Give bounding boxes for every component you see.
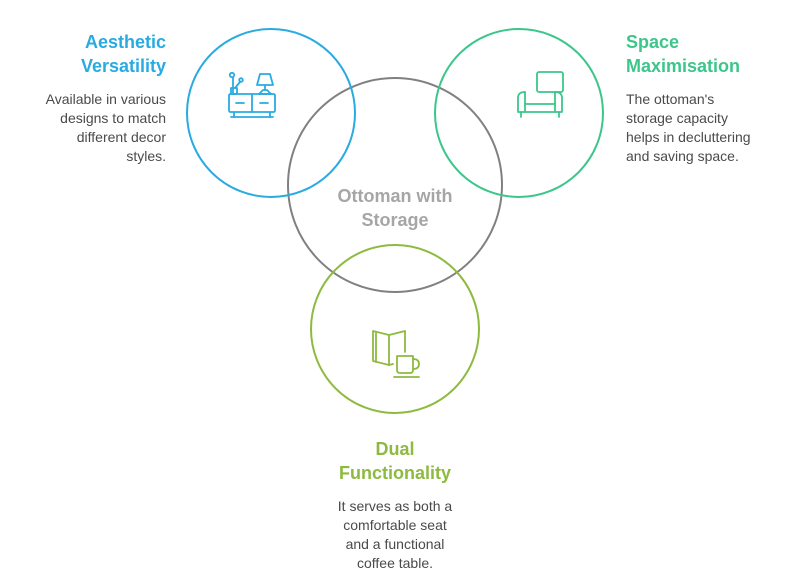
aesthetic-desc-line: different decor xyxy=(76,129,166,145)
center-title: Ottoman with Storage xyxy=(320,184,470,232)
dual-description: It serves as both a comfortable seat and… xyxy=(305,497,485,573)
dual-heading-line: Dual xyxy=(375,439,415,459)
aesthetic-heading: Aesthetic Versatility xyxy=(40,30,166,78)
dual-desc-line: and a functional xyxy=(345,536,445,552)
aesthetic-circle xyxy=(186,28,356,198)
dual-heading-line: Functionality xyxy=(339,463,451,483)
center-circle xyxy=(287,77,503,293)
armchair-icon xyxy=(517,71,564,118)
aesthetic-description: Available in various designs to match di… xyxy=(20,90,166,166)
dual-desc-line: It serves as both a xyxy=(337,498,453,514)
aesthetic-heading-line: Versatility xyxy=(80,56,166,76)
space-desc-line: and saving space. xyxy=(626,148,739,164)
space-desc-line: The ottoman's xyxy=(626,91,715,107)
book-and-cup-icon xyxy=(372,330,420,378)
space-heading: Space Maximisation xyxy=(626,30,776,78)
dual-heading: Dual Functionality xyxy=(310,437,480,485)
space-description: The ottoman's storage capacity helps in … xyxy=(626,90,776,166)
dual-circle xyxy=(310,244,480,414)
dual-desc-line: coffee table. xyxy=(356,555,434,571)
furniture-lamp-icon xyxy=(228,71,276,118)
center-title-line: Storage xyxy=(361,210,429,230)
aesthetic-desc-line: designs to match xyxy=(60,110,166,126)
dual-desc-line: comfortable seat xyxy=(343,517,447,533)
space-heading-line: Space xyxy=(626,32,680,52)
space-desc-line: helps in decluttering xyxy=(626,129,751,145)
space-heading-line: Maximisation xyxy=(626,56,741,76)
center-title-line: Ottoman with xyxy=(337,186,453,206)
space-circle xyxy=(434,28,604,198)
aesthetic-desc-line: Available in various xyxy=(45,91,166,107)
aesthetic-desc-line: styles. xyxy=(126,148,166,164)
space-desc-line: storage capacity xyxy=(626,110,728,126)
aesthetic-heading-line: Aesthetic xyxy=(84,32,166,52)
